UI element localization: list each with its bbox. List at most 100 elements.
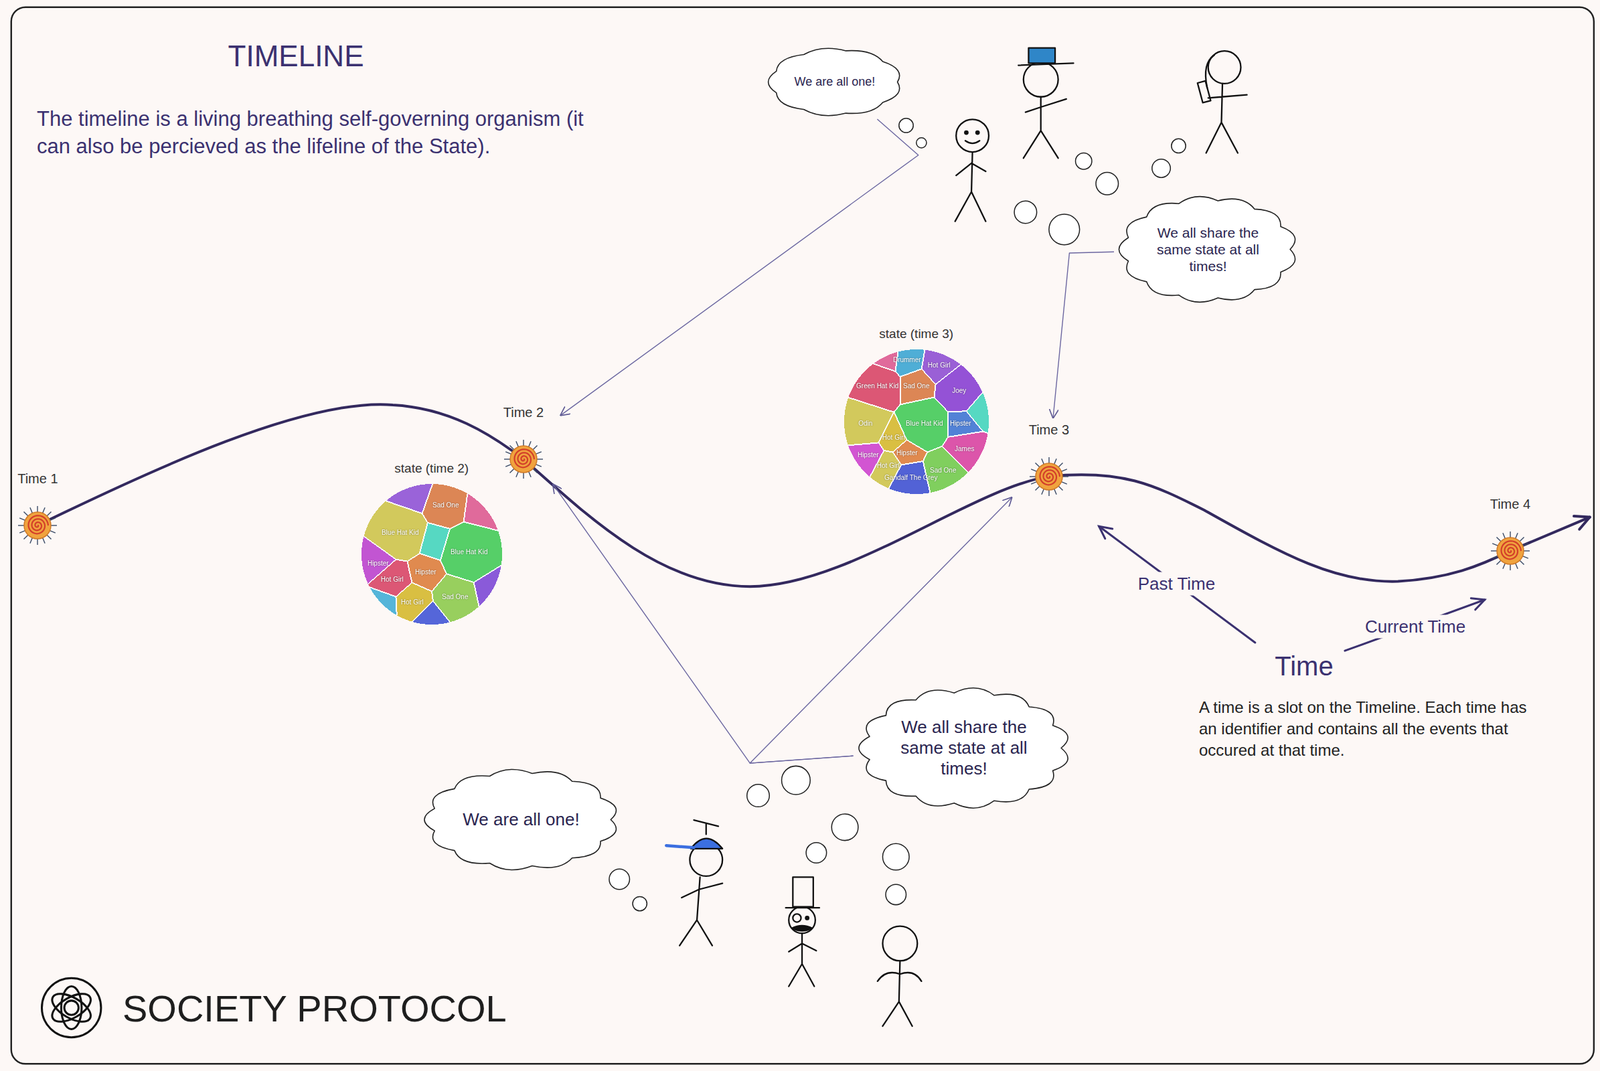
logo (64, 1000, 79, 1015)
state-cell: Hipster (857, 451, 879, 460)
time-slot-spiral (28, 515, 49, 534)
logo (47, 988, 96, 1027)
thought-bubble: We are all one! (764, 46, 906, 118)
stick-figures (965, 140, 980, 144)
stick-figures (1197, 81, 1212, 104)
state-cell: Hot Girl (927, 361, 951, 370)
thought-dots (747, 784, 770, 808)
thought-dots (1014, 200, 1037, 224)
thought-dots (609, 118, 1186, 912)
state-cell-text: Hot Girl (882, 433, 906, 442)
time-slot: Time 1 (4, 470, 71, 547)
stick-figures (690, 838, 723, 849)
time-slot-disc (1496, 537, 1524, 565)
stick-figures (1206, 83, 1248, 154)
timeline-curve (37, 404, 1590, 587)
stick-figures (1023, 62, 1059, 98)
time-pointer-arrows (1099, 526, 1113, 539)
state-circle-text: state (time 2) (394, 461, 469, 476)
time-pointer-arrows (1099, 526, 1485, 651)
state-cell: Odin (858, 419, 873, 428)
connector-arrow (1053, 251, 1114, 418)
stick-figures (666, 48, 1247, 1027)
diagram-title: TIMELINE (228, 39, 365, 73)
state-cell: Sad One (903, 382, 930, 391)
time-slot-disc (1035, 463, 1063, 491)
state-circle: state (time 2)Blue Hat KidSad OneBlue Ha… (361, 484, 503, 625)
time-slot-icon (502, 437, 545, 481)
time-slot-text: Time 3 (1015, 421, 1083, 438)
thought-dots (885, 884, 906, 905)
state-cell: James (954, 445, 975, 454)
time-pointer-arrows (1344, 599, 1485, 651)
state-cell-text: Hipster (415, 568, 437, 577)
state-cell: Sad One (929, 466, 956, 475)
annotation-text: Current Time (1359, 614, 1471, 638)
page-frame (11, 7, 1594, 1065)
thought-bubble-text: We are all one! (777, 74, 892, 90)
stick-figures (882, 926, 918, 962)
state-cell-text: Sad One (903, 382, 930, 391)
thought-dots (899, 118, 914, 133)
stick-figures (1023, 97, 1067, 158)
state-cell-text: Hot Girl (927, 361, 951, 370)
stick-figures (666, 845, 694, 848)
thought-dots (1075, 153, 1092, 170)
thought-bubble: We all share the same state at all times… (1115, 194, 1301, 305)
state-cell: Hot Girl (876, 461, 900, 470)
state-cell-text: Blue Hat Kid (450, 548, 489, 557)
thought-bubble-outline (767, 48, 900, 116)
state-cell-text: Sad One (929, 466, 956, 475)
logo (41, 978, 101, 1037)
state-cell-text: Hot Girl (876, 461, 900, 470)
stick-figures (791, 925, 813, 932)
state-cell-text: Hot Girl (401, 598, 424, 607)
state-cell: Sad One (441, 593, 468, 602)
state-cell: Blue Hat Kid (450, 548, 489, 557)
time-slot-disc (24, 512, 51, 539)
stick-figures (877, 960, 922, 1027)
annotation-text: Past Time (1132, 571, 1222, 596)
state-cell-text: Hipster (949, 419, 972, 428)
time-slot: Time 4 (1476, 496, 1544, 573)
state-cell-text: Gandalf The Grey (884, 473, 938, 483)
stick-figures (792, 913, 801, 922)
state-cell: Hipster (896, 449, 918, 458)
thought-dots (1095, 172, 1119, 196)
time-slot-icon (1488, 529, 1532, 573)
time-slot: Time 3 (1015, 421, 1083, 499)
thought-bubble-text: We all share the same state at all times… (887, 716, 1042, 780)
state-cell-text: Hipster (857, 451, 879, 460)
thought-dots (806, 842, 827, 863)
time-slot-spiral (514, 449, 534, 468)
time-slot-spiral (1039, 466, 1060, 485)
time-slot-text: Time 1 (4, 470, 71, 487)
timeline-curve (37, 404, 1590, 587)
time-slot-text: Time 2 (490, 404, 557, 421)
thought-dots (632, 896, 647, 911)
stick-figures (693, 820, 719, 835)
logo (41, 978, 101, 1037)
thought-bubble-outline (1118, 196, 1295, 303)
thought-dots (831, 814, 859, 841)
annotation-text: The timeline is a living breathing self-… (36, 105, 586, 160)
stick-figures (805, 916, 809, 920)
stick-figures (785, 907, 820, 909)
time-slot-icon (16, 504, 59, 547)
state-cell-text: Hipster (367, 559, 389, 568)
thought-bubble-text: We all share the same state at all times… (1146, 224, 1270, 276)
state-cell-text: Sad One (441, 593, 468, 602)
state-cell: Hot Girl (380, 575, 404, 584)
time-slot-disc (510, 445, 537, 473)
stick-figures (788, 933, 817, 987)
state-cell-text: Sad One (432, 501, 459, 510)
state-cell-text: James (954, 445, 975, 454)
thought-bubble: We are all one! (420, 767, 623, 873)
state-cell: Drummer (893, 356, 922, 365)
thought-dots (916, 137, 927, 148)
annotation-text: A time is a slot on the Timeline. Each t… (1198, 696, 1534, 762)
state-cell: Sad One (432, 501, 459, 510)
annotation-text: Time (1274, 651, 1333, 682)
